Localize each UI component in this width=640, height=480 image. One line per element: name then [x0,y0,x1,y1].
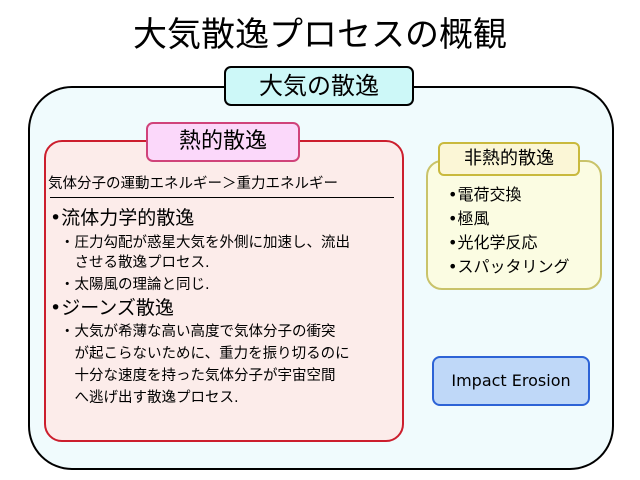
jeans-note-line: へ逃げ出す散逸プロセス. [60,390,239,406]
thermal-escape-box [44,140,404,442]
atmospheric-escape-label: 大気の散逸 [224,66,414,106]
page-title: 大気散逸プロセスの概観 [133,15,507,55]
nonthermal-item: •スパッタリング [448,257,570,276]
nonthermal-escape-label: 非熱的散逸 [438,142,580,176]
hydrodynamic-escape-heading: •流体力学的散逸 [50,207,195,229]
nonthermal-item: •極風 [448,209,490,228]
thermal-escape-label: 熱的散逸 [146,122,300,162]
jeans-escape-heading: •ジーンズ散逸 [50,297,174,319]
impact-erosion-box: Impact Erosion [432,356,590,406]
hydrodynamic-note-line: ・圧力勾配が惑星大気を外側に加速し、流出 [60,235,350,251]
nonthermal-item: •電荷交換 [448,185,522,204]
condition-underline [50,197,394,198]
jeans-note-line: ・大気が希薄な高い高度で気体分子の衝突 [60,324,336,340]
nonthermal-escape-box [426,160,602,290]
hydrodynamic-note-line: させる散逸プロセス. [60,255,210,271]
jeans-note-line: 十分な速度を持った気体分子が宇宙空間 [60,368,336,384]
jeans-note-line: が起こらないために、重力を振り切るのに [60,346,350,362]
hydrodynamic-note-line: ・太陽風の理論と同じ. [60,277,210,293]
thermal-escape-condition: 気体分子の運動エネルギー＞重力エネルギー [48,176,338,192]
nonthermal-item: •光化学反応 [448,233,538,252]
